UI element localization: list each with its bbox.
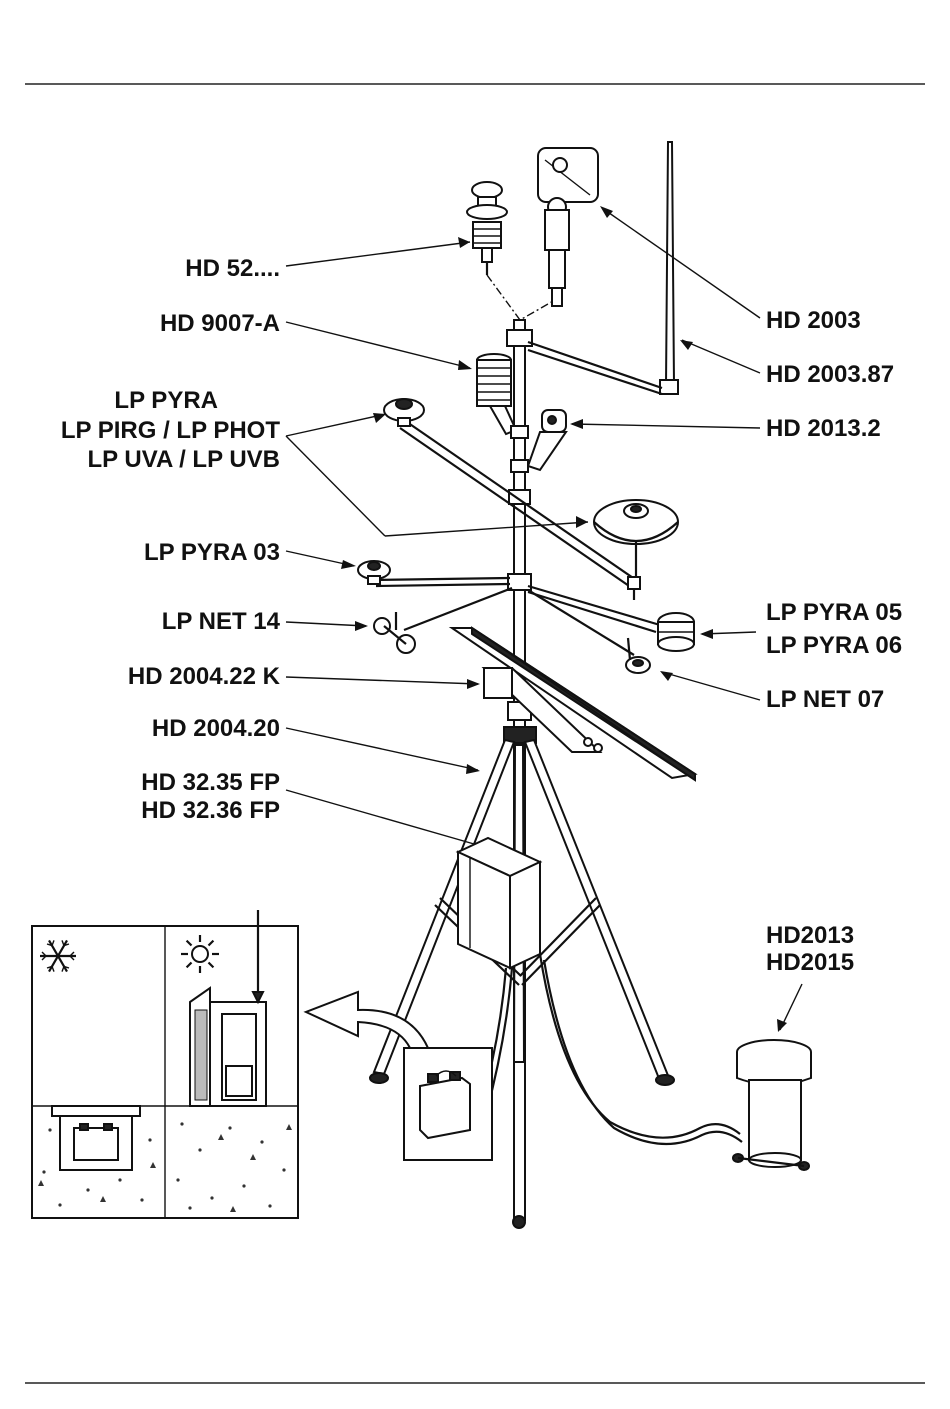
installation-inset — [32, 910, 298, 1218]
label-hd2015: HD2015 — [766, 949, 854, 976]
label-lppyra06: LP PYRA 06 — [766, 632, 902, 659]
label-hd200422k: HD 2004.22 K — [128, 663, 281, 690]
label-hd2013: HD2013 — [766, 922, 854, 949]
net-radiometer-07 — [626, 638, 650, 673]
label-hd3235fp: HD 32.35 FP — [141, 769, 280, 796]
rain-gauge — [733, 1040, 811, 1170]
label-lppyra03: LP PYRA 03 — [144, 539, 280, 566]
label-lpuva-uvb: LP UVA / LP UVB — [88, 446, 280, 473]
label-hd2003: HD 2003 — [766, 307, 861, 334]
label-lppyra: LP PYRA — [114, 387, 218, 414]
label-lppirg-phot: LP PIRG / LP PHOT — [61, 417, 280, 444]
datalogger-enclosure — [458, 838, 540, 968]
anemometer-sensor — [467, 182, 507, 275]
label-hd200387: HD 2003.87 — [766, 361, 894, 388]
label-hd200420: HD 2004.20 — [152, 715, 280, 742]
label-lppyra05: LP PYRA 05 — [766, 599, 902, 626]
label-hd52: HD 52.... — [185, 255, 280, 282]
solar-panel — [452, 628, 695, 780]
label-hd3236fp: HD 32.36 FP — [141, 797, 280, 824]
ultrasonic-anemometer — [538, 148, 598, 306]
label-lpnet07: LP NET 07 — [766, 686, 884, 713]
large-pyranometer — [594, 500, 678, 578]
mount-guide-line — [487, 275, 555, 320]
sun-icon — [181, 935, 219, 973]
pyranometer-sensor — [384, 399, 424, 426]
leader-lines — [286, 206, 802, 1032]
label-lpnet14: LP NET 14 — [162, 608, 281, 635]
buried-battery-box — [52, 1106, 140, 1170]
label-hd20132: HD 2013.2 — [766, 415, 881, 442]
battery-inset — [404, 1048, 492, 1160]
label-hd9007a: HD 9007-A — [160, 310, 280, 337]
net-radiometer-14 — [374, 612, 415, 653]
pyranometer-05 — [658, 613, 694, 651]
radiation-shield — [477, 354, 516, 434]
